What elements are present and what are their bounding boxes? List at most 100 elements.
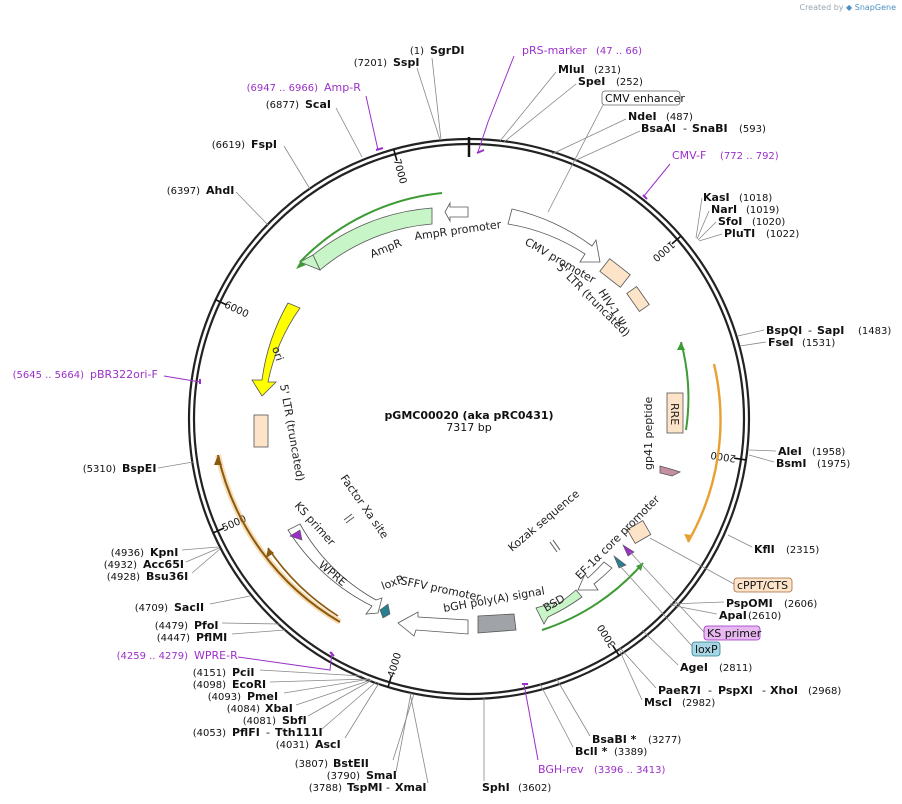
site-ndei[interactable]: NdeI (487): [551, 110, 693, 155]
site-smai[interactable]: (3790) SmaI: [327, 692, 412, 782]
svg-text:(4031): (4031): [276, 740, 309, 751]
site-nari[interactable]: NarI (1019): [696, 203, 779, 240]
site-pfoi[interactable]: (4479) PfoI: [155, 619, 281, 632]
svg-text:(1022): (1022): [766, 229, 799, 240]
feature-hiv1-psi[interactable]: [626, 285, 650, 313]
site-pcii[interactable]: (4151) PciI: [193, 666, 363, 679]
svg-text:(1018): (1018): [739, 193, 772, 204]
site-bspqi[interactable]: BspQI - SapI (1483): [737, 324, 891, 337]
site-tspmi[interactable]: (3788) TspMI - XmaI: [309, 692, 429, 794]
svg-text:(2606): (2606): [784, 599, 817, 610]
label-loxp[interactable]: loxP: [619, 565, 721, 657]
site-sacii[interactable]: (4709) SacII: [135, 595, 251, 614]
site-kpni[interactable]: (4936) KpnI: [111, 546, 219, 559]
tick-mark-6000: [215, 299, 227, 306]
site-bsaai[interactable]: BsaAI - SnaBI (593): [573, 122, 766, 162]
feature-gp41-peptide[interactable]: [659, 465, 682, 477]
site-bsu36i[interactable]: (4928) Bsu36I: [107, 548, 221, 583]
feature-wpre[interactable]: [287, 523, 383, 615]
feature-loxp-left[interactable]: [379, 603, 391, 619]
site-xbai[interactable]: (4084) XbaI: [227, 679, 372, 715]
site-bsmi[interactable]: BsmI (1975): [748, 454, 850, 470]
site-alei[interactable]: AleI (1958): [748, 445, 845, 458]
svg-text:(6877): (6877): [266, 100, 299, 111]
site-bsteii[interactable]: (3807) BstEII: [295, 693, 415, 770]
label-ks-primer[interactable]: KS primer: [629, 551, 762, 641]
primer-pbr322ori-f[interactable]: (5645 .. 5664) pBR322ori-F: [13, 368, 201, 384]
feature-cppt-cts[interactable]: [626, 520, 652, 544]
svg-text:(4098): (4098): [193, 680, 226, 691]
tick-label-7000: 7000: [391, 158, 408, 185]
site-sfoi[interactable]: SfoI (1020): [697, 215, 785, 241]
svg-text:(6947 .. 6966): (6947 .. 6966): [247, 83, 319, 94]
site-msci[interactable]: MscI (2982): [618, 648, 715, 709]
feature-ampr[interactable]: [299, 207, 433, 271]
primer-bgh-rev[interactable]: BGH-rev (3396 .. 3413): [522, 683, 666, 776]
site-mlui[interactable]: MluI (231): [499, 63, 621, 142]
site-paer7i[interactable]: PaeR7I - PspXI - XhoI (2968): [619, 647, 841, 697]
site-sgrdi[interactable]: (1) SgrDI: [410, 44, 465, 141]
feature-5ltr-left[interactable]: [253, 414, 269, 448]
site-spei[interactable]: SpeI (252): [503, 75, 643, 143]
feature-ef1a-promoter[interactable]: [577, 561, 613, 591]
factor-xa-mark-b: [345, 516, 355, 524]
site-acc65i[interactable]: (4932) Acc65I: [104, 547, 220, 571]
site-scai[interactable]: (6877) ScaI: [266, 98, 363, 158]
feature-sffv-promoter[interactable]: [397, 611, 469, 637]
tick-label-2000: 2000: [710, 449, 737, 464]
site-pspomi[interactable]: PspOMI (2606): [669, 597, 817, 610]
feature-loxp-right[interactable]: [613, 555, 627, 569]
site-pluti[interactable]: PluTI (1022): [698, 227, 799, 242]
feature-5ltr-right[interactable]: [599, 258, 631, 288]
svg-text:SfoI: SfoI: [718, 215, 742, 228]
feature-rre[interactable]: [666, 392, 684, 434]
svg-text:(772 .. 792): (772 .. 792): [720, 151, 779, 162]
site-kfli[interactable]: KflI (2315): [727, 534, 819, 556]
svg-text:KasI: KasI: [703, 191, 730, 204]
factor-xa-mark-a: [343, 513, 353, 521]
feature-ori[interactable]: [251, 302, 301, 397]
feature-label-ori: ori: [269, 345, 286, 363]
site-apai[interactable]: ApaI (2610): [669, 604, 781, 622]
left-orange-arc: [217, 454, 341, 623]
svg-text:(7201): (7201): [354, 58, 387, 69]
feature-bsd[interactable]: [535, 589, 583, 625]
svg-text:(1020): (1020): [752, 217, 785, 228]
svg-text:SnaBI: SnaBI: [692, 122, 728, 135]
site-bspei[interactable]: (5310) BspEI: [83, 461, 194, 475]
site-pflmi[interactable]: (4447) PflMI: [157, 629, 286, 644]
ampr-arc-arrowhead-icon: [296, 262, 306, 269]
site-fspi[interactable]: (6619) FspI: [212, 138, 311, 190]
site-ecori[interactable]: (4098) EcoRI: [193, 678, 370, 691]
site-asci[interactable]: (4031) AscI: [276, 682, 380, 751]
label-cppt-cts[interactable]: cPPT/CTS: [649, 537, 793, 593]
site-sphi[interactable]: SphI (3602): [482, 697, 551, 794]
site-pmei[interactable]: (4093) PmeI: [208, 678, 371, 703]
label-cmv-enhancer[interactable]: CMV enhancer: [547, 90, 685, 213]
site-sspi[interactable]: (7201) SspI: [354, 56, 441, 141]
svg-text:(6619): (6619): [212, 140, 245, 151]
svg-text:(1975): (1975): [817, 459, 850, 470]
bsd-green-arc: [541, 562, 644, 631]
site-kasi[interactable]: KasI (1018): [695, 191, 772, 239]
svg-text:(3807): (3807): [295, 759, 328, 770]
site-bsabi[interactable]: BsaBI * (3277): [555, 677, 681, 746]
site-pflfi[interactable]: (4053) PflFI - Tth111I: [193, 681, 377, 739]
site-agei[interactable]: AgeI (2811): [641, 629, 752, 674]
feature-ampr-promoter[interactable]: [444, 201, 469, 223]
feature-cmv-promoter[interactable]: [507, 208, 601, 263]
site-ahdi[interactable]: (6397) AhdI: [167, 184, 269, 226]
primer-prs-marker[interactable]: pRS-marker (47 .. 66): [476, 44, 642, 154]
feature-ks-primer-left[interactable]: [289, 529, 303, 541]
primer-wpre-r[interactable]: (4259 .. 4279) WPRE-R: [117, 649, 335, 671]
svg-text:-: -: [708, 684, 712, 697]
feature-label-loxp: loxP: [380, 573, 406, 593]
svg-text:BclI *: BclI *: [575, 745, 608, 758]
primer-cmv-f[interactable]: CMV-F (772 .. 792): [642, 149, 779, 200]
site-fsei[interactable]: FseI (1531): [739, 336, 835, 349]
site-bcli[interactable]: BclI * (3389): [539, 683, 647, 758]
feature-label-ampr: AmpR: [368, 236, 404, 260]
site-sbfi[interactable]: (4081) SbfI: [243, 679, 373, 727]
primer-amp-r[interactable]: (6947 .. 6966) Amp-R: [247, 81, 384, 151]
feature-bgh-polya[interactable]: [477, 613, 517, 634]
